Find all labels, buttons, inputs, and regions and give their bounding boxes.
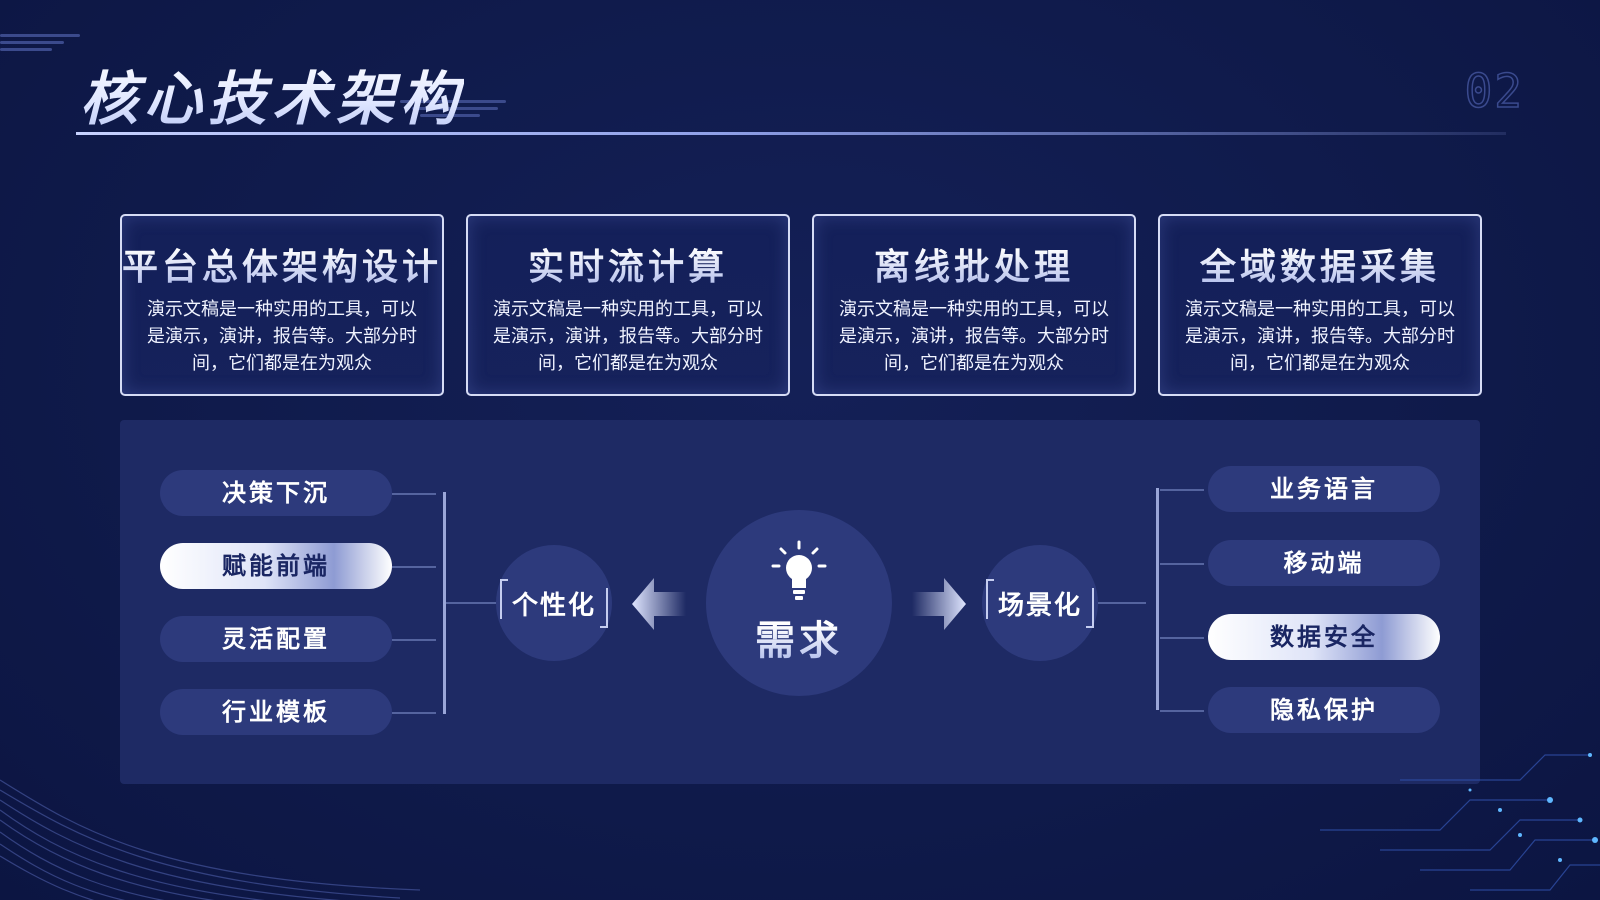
right-node-label: 场景化 — [985, 578, 1094, 628]
title-divider — [76, 132, 1506, 135]
lightbulb-icon — [771, 540, 827, 600]
right-bracket-line — [1156, 488, 1159, 710]
right-item-mobile[interactable]: 移动端 — [1208, 540, 1440, 586]
left-node-label: 个性化 — [499, 578, 608, 628]
connector-line — [1160, 489, 1204, 491]
feature-card: 离线批处理 演示文稿是一种实用的工具，可以是演示，演讲，报告等。大部分时间，它们… — [812, 214, 1136, 396]
right-item-data-security[interactable]: 数据安全 — [1208, 614, 1440, 660]
card-text: 演示文稿是一种实用的工具，可以是演示，演讲，报告等。大部分时间，它们都是在为观众 — [493, 299, 763, 374]
wave-decoration — [0, 779, 420, 900]
page-number: 02 — [1464, 63, 1524, 119]
connector-line — [392, 712, 436, 714]
arrow-left-icon — [632, 578, 686, 630]
left-node: 个性化 — [496, 545, 612, 661]
connector-line — [1098, 602, 1146, 604]
feature-card: 全域数据采集 演示文稿是一种实用的工具，可以是演示，演讲，报告等。大部分时间，它… — [1158, 214, 1482, 396]
connector-line — [1160, 563, 1204, 565]
left-item-config[interactable]: 灵活配置 — [160, 616, 392, 662]
left-bracket-line — [443, 492, 446, 714]
card-title: 平台总体架构设计 — [122, 238, 442, 290]
diagram-panel: 决策下沉 赋能前端 灵活配置 行业模板 个性化 — [120, 420, 1480, 784]
center-label: 需求 — [755, 608, 843, 666]
left-item-decision[interactable]: 决策下沉 — [160, 470, 392, 516]
card-title: 全域数据采集 — [1160, 238, 1480, 290]
circuit-decoration — [1320, 753, 1600, 891]
feature-card: 实时流计算 演示文稿是一种实用的工具，可以是演示，演讲，报告等。大部分时间，它们… — [466, 214, 790, 396]
card-title: 实时流计算 — [468, 238, 788, 290]
card-text: 演示文稿是一种实用的工具，可以是演示，演讲，报告等。大部分时间，它们都是在为观众 — [147, 299, 417, 374]
left-item-empower[interactable]: 赋能前端 — [160, 543, 392, 589]
connector-line — [392, 566, 436, 568]
center-node: 需求 — [706, 510, 892, 696]
left-item-template[interactable]: 行业模板 — [160, 689, 392, 735]
right-node: 场景化 — [982, 545, 1098, 661]
page-title: 核心技术架构 — [80, 52, 464, 136]
right-item-privacy[interactable]: 隐私保护 — [1208, 687, 1440, 733]
connector-line — [392, 493, 436, 495]
card-text: 演示文稿是一种实用的工具，可以是演示，演讲，报告等。大部分时间，它们都是在为观众 — [1185, 299, 1455, 374]
connector-line — [392, 639, 436, 641]
card-title: 离线批处理 — [814, 238, 1134, 290]
connector-line — [1160, 637, 1204, 639]
right-item-business-language[interactable]: 业务语言 — [1208, 466, 1440, 512]
connector-line — [446, 602, 496, 604]
connector-line — [1160, 710, 1204, 712]
feature-card: 平台总体架构设计 演示文稿是一种实用的工具，可以是演示，演讲，报告等。大部分时间… — [120, 214, 444, 396]
card-text: 演示文稿是一种实用的工具，可以是演示，演讲，报告等。大部分时间，它们都是在为观众 — [839, 299, 1109, 374]
arrow-right-icon — [912, 578, 966, 630]
